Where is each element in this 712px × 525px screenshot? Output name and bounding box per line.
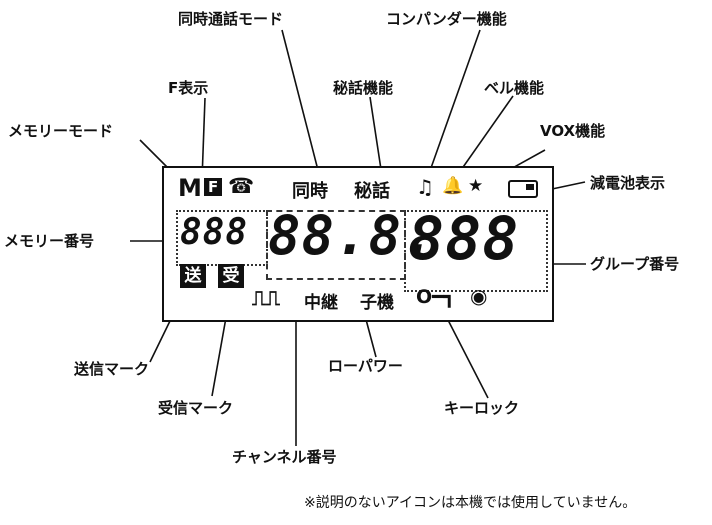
lcd-panel: M F ☎ 同時 秘話 ♫ 🔔 ★ 888 88.8. 888 送 受 ⎍⎍ 中… — [162, 166, 554, 322]
label-battery: 減電池表示 — [590, 174, 666, 192]
memory-mode-icon: M — [178, 174, 202, 202]
pulse-icon: ⎍⎍ — [252, 286, 280, 310]
label-receive-mark: 受信マーク — [158, 399, 234, 417]
label-memory-mode: メモリーモード — [8, 122, 114, 140]
label-f-display: F表示 — [168, 79, 209, 97]
relay-icon: 中継 — [304, 293, 338, 313]
label-memory-number: メモリー番号 — [4, 232, 95, 250]
group-number-box — [404, 210, 548, 292]
label-group-number: グループ番号 — [590, 255, 680, 273]
label-compander: コンパンダー機能 — [386, 10, 507, 28]
label-low-power: ローパワー — [328, 357, 403, 375]
receive-icon: 受 — [218, 264, 244, 288]
compander-icon: ♫ — [416, 175, 434, 199]
label-bell: ベル機能 — [484, 79, 545, 97]
phone-icon: ☎ — [228, 174, 255, 198]
send-icon: 送 — [180, 264, 206, 288]
f-icon: F — [204, 178, 223, 196]
label-channel-number: チャンネル番号 — [232, 448, 337, 466]
label-vox: VOX機能 — [540, 122, 606, 140]
label-send-mark: 送信マーク — [74, 360, 150, 378]
eye-icon: ◉ — [470, 284, 488, 308]
label-secret: 秘話機能 — [333, 79, 394, 97]
key-lock-icon: O━┓ — [416, 286, 456, 308]
channel-digits: 88.8. — [268, 204, 436, 267]
footnote: ※説明のないアイコンは本機では使用していません。 — [304, 495, 637, 511]
battery-icon — [508, 180, 538, 198]
group-digits: 888 — [408, 204, 520, 274]
child-icon: 子機 — [360, 293, 394, 313]
label-key-lock: キーロック — [444, 399, 520, 417]
secret-icon: 秘話 — [354, 181, 390, 202]
vox-star-icon: ★ — [468, 176, 484, 196]
label-dual-mode: 同時通話モード — [178, 10, 284, 28]
memory-digits: 888 — [180, 212, 249, 253]
bell-icon: 🔔 — [442, 176, 464, 196]
dual-icon: 同時 — [292, 181, 328, 202]
